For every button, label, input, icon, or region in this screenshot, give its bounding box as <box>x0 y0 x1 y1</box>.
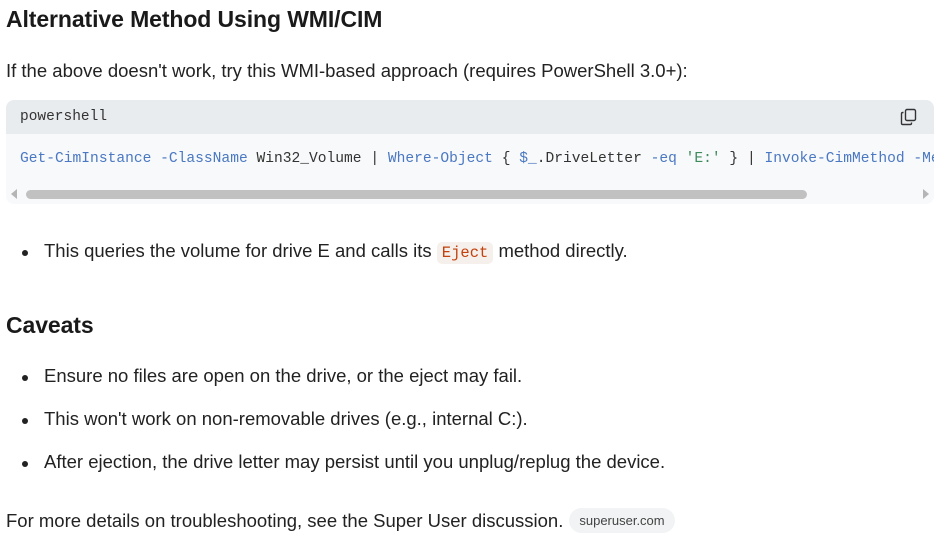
section-heading-alternative: Alternative Method Using WMI/CIM <box>6 6 383 32</box>
code-token-text: .DriveLetter <box>536 151 651 167</box>
code-token-operator: -eq <box>650 151 677 167</box>
copy-icon <box>900 108 917 126</box>
code-block-header: powershell <box>6 100 934 134</box>
code-token-text: Win32_Volume | <box>247 151 388 167</box>
code-content[interactable]: Get-CimInstance -ClassName Win32_Volume … <box>6 134 934 184</box>
inline-code-eject: Eject <box>436 242 494 264</box>
scroll-right-arrow-icon[interactable] <box>923 189 929 199</box>
code-token-variable: $_ <box>519 151 537 167</box>
code-token-text: } | <box>720 151 765 167</box>
list-item: Ensure no files are open on the drive, o… <box>22 365 522 387</box>
list-item-text: method directly. <box>493 240 628 261</box>
list-item-text: This won't work on non-removable drives … <box>44 408 528 429</box>
list-item: After ejection, the drive letter may per… <box>22 451 665 473</box>
code-token-text <box>677 151 686 167</box>
footer-text: For more details on troubleshooting, see… <box>6 510 564 531</box>
horizontal-scrollbar[interactable] <box>6 184 934 204</box>
list-item-text: After ejection, the drive letter may per… <box>44 451 666 472</box>
scrollbar-thumb[interactable] <box>26 190 807 199</box>
list-item: This won't work on non-removable drives … <box>22 408 528 430</box>
scroll-left-arrow-icon[interactable] <box>11 189 17 199</box>
code-token-cmdlet: Get-CimInstance <box>20 151 152 167</box>
list-item-text: Ensure no files are open on the drive, o… <box>44 365 523 386</box>
intro-paragraph: If the above doesn't work, try this WMI-… <box>6 60 688 81</box>
section-heading-caveats: Caveats <box>6 312 94 338</box>
code-language-label: powershell <box>20 109 108 125</box>
code-token-string: 'E:' <box>685 151 721 167</box>
source-chip-superuser[interactable]: superuser.com <box>569 508 675 533</box>
list-item: This queries the volume for drive E and … <box>22 240 628 264</box>
footer-paragraph: For more details on troubleshooting, see… <box>6 508 675 533</box>
code-token-cmdlet: Where-Object <box>387 151 493 167</box>
copy-code-button[interactable] <box>898 106 920 128</box>
code-token-cmdlet: Invoke-CimMethod <box>764 151 905 167</box>
code-token-param: -Met <box>913 151 934 167</box>
code-token-param: -ClassName <box>151 151 248 167</box>
list-item-text: This queries the volume for drive E and … <box>44 240 437 261</box>
code-token-text: { <box>492 151 520 167</box>
code-block: powershell Get-CimInstance -ClassName Wi… <box>6 100 934 204</box>
